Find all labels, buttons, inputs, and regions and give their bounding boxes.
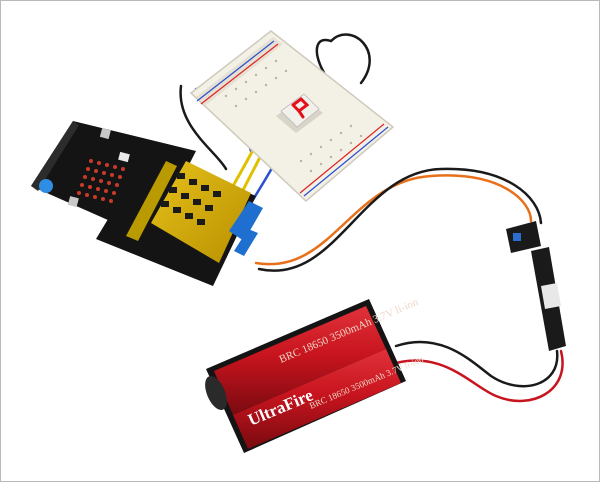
battery-bottom	[233, 349, 401, 449]
blue-terminal-block-icon	[229, 201, 263, 241]
button-b-icon	[99, 128, 111, 140]
button-a-icon	[67, 196, 79, 208]
blue-logo-icon	[39, 179, 53, 193]
battery-holder: BRC 18650 3500mAh 3.7V li-ion UltraFire …	[205, 296, 425, 453]
seven-segment-display	[276, 93, 323, 133]
battery-top	[214, 306, 386, 415]
led-matrix-icon	[77, 159, 125, 203]
segment-digit-glyph	[291, 97, 310, 119]
expansion-shield	[96, 151, 263, 286]
switch-module	[506, 221, 566, 351]
